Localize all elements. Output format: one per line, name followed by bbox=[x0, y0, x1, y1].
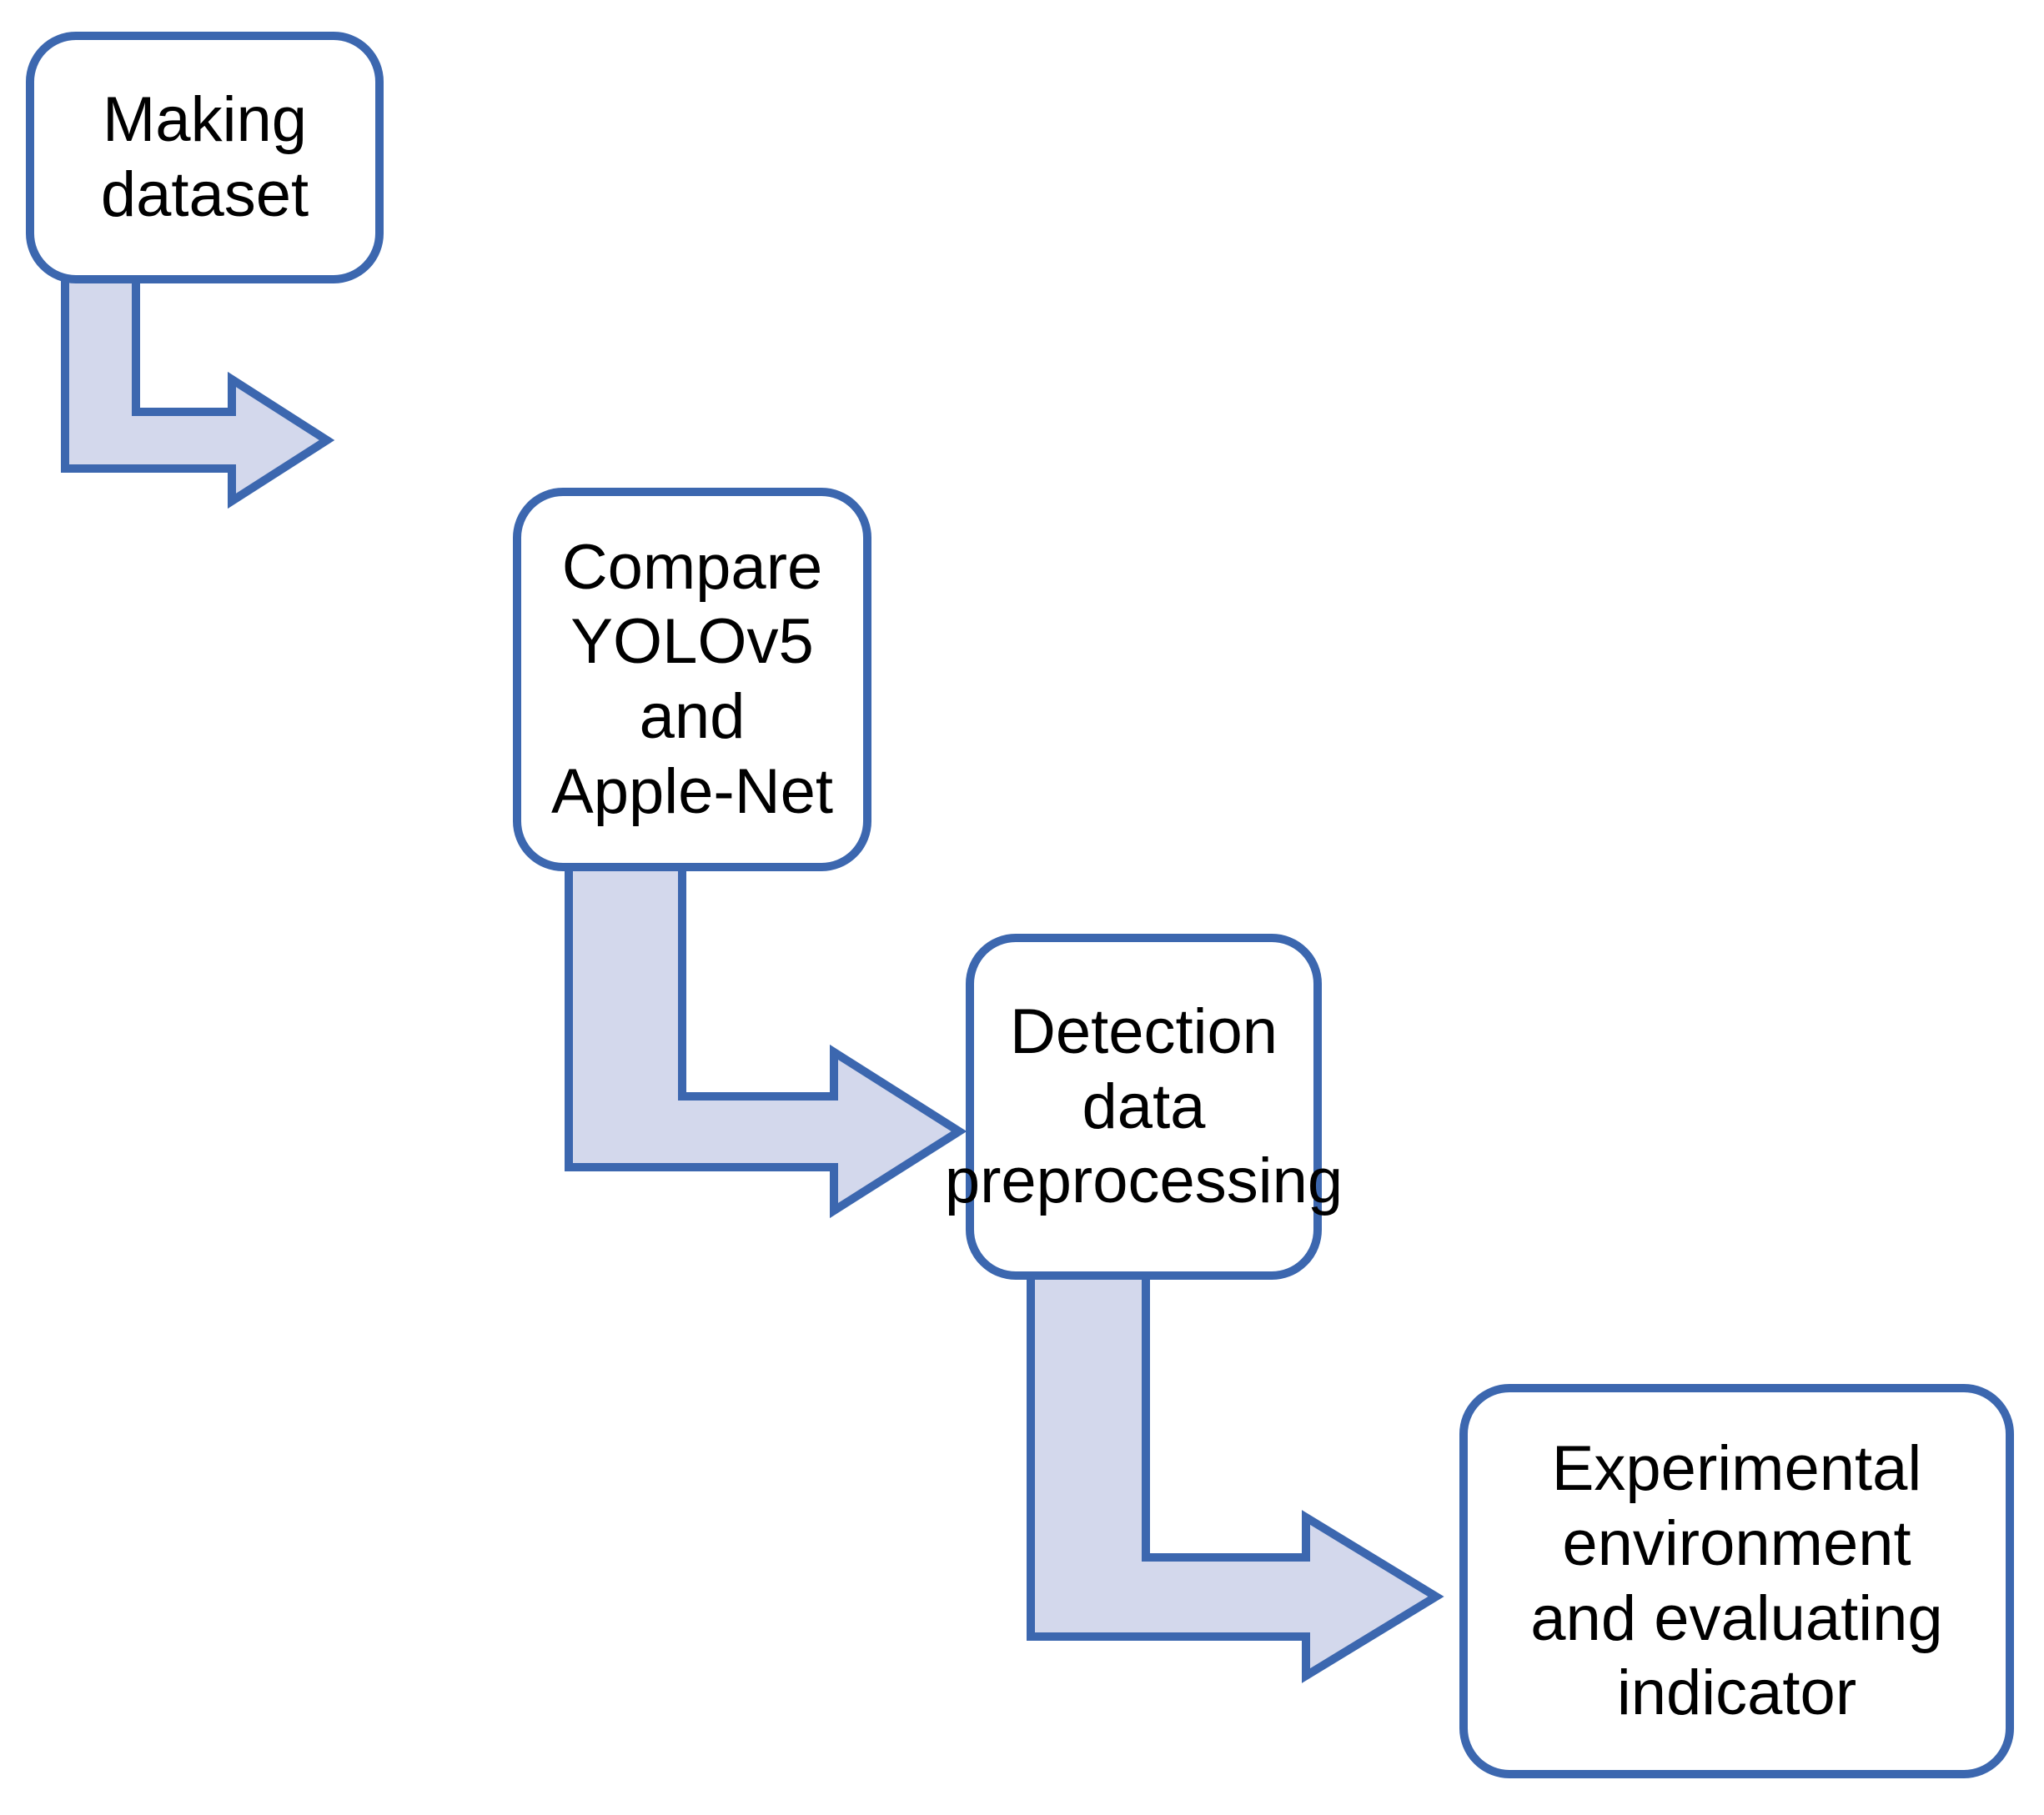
node-box-experimental-environment[interactable] bbox=[1459, 1384, 2014, 1778]
connector-arrow-1 bbox=[61, 271, 335, 509]
node-box-detection-preprocessing[interactable] bbox=[966, 934, 1322, 1280]
connector-arrow-2 bbox=[565, 859, 967, 1219]
connector-arrow-3 bbox=[1027, 1267, 1444, 1683]
node-box-making-dataset[interactable] bbox=[26, 32, 384, 283]
node-box-compare-models[interactable] bbox=[513, 488, 871, 871]
